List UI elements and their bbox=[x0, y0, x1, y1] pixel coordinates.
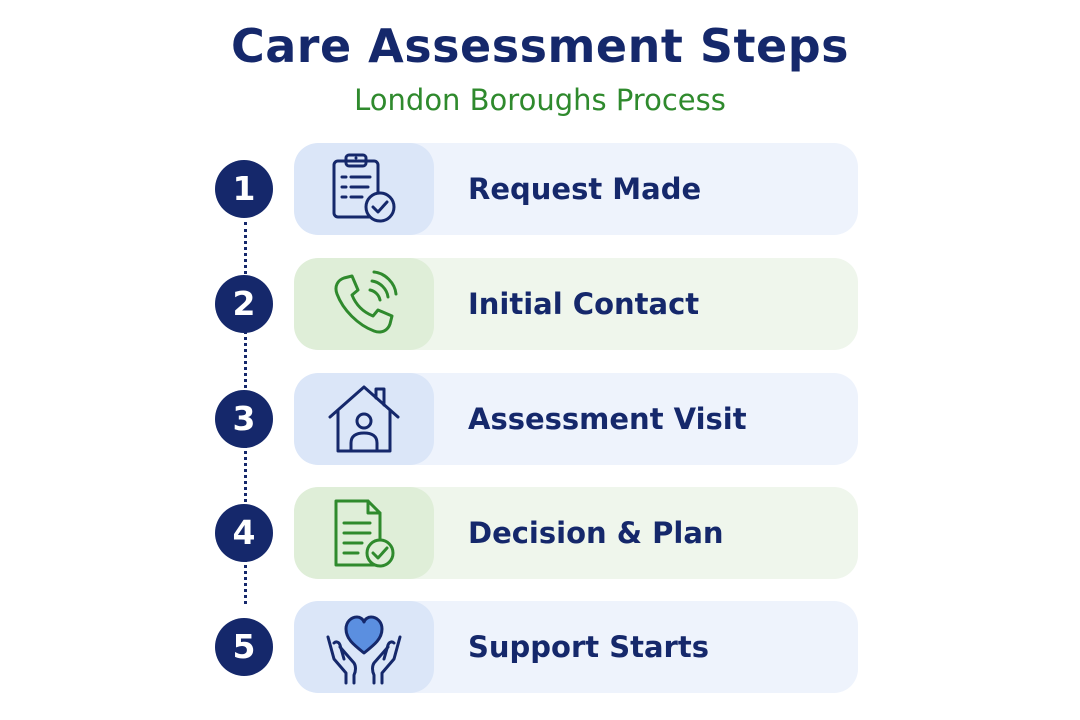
icon-box bbox=[294, 258, 434, 350]
step-label: Decision & Plan bbox=[468, 516, 724, 550]
phone-icon bbox=[334, 270, 398, 334]
home-person-icon bbox=[328, 385, 400, 453]
icon-box bbox=[294, 487, 434, 579]
icon-box bbox=[294, 143, 434, 235]
step-label: Initial Contact bbox=[468, 287, 700, 321]
heart-hands-icon bbox=[326, 615, 402, 685]
step-number-badge: 2 bbox=[215, 275, 273, 333]
page-subtitle: London Boroughs Process bbox=[354, 83, 726, 117]
step-4: 4 Decision & Plan bbox=[0, 487, 1080, 579]
step-number-badge: 1 bbox=[215, 160, 273, 218]
page-title: Care Assessment Steps bbox=[230, 19, 850, 73]
step-card: Initial Contact bbox=[294, 258, 858, 350]
icon-box bbox=[294, 601, 434, 693]
step-card: Support Starts bbox=[294, 601, 858, 693]
icon-box bbox=[294, 373, 434, 465]
step-label: Support Starts bbox=[468, 630, 709, 664]
step-number-badge: 4 bbox=[215, 504, 273, 562]
clipboard-check-icon bbox=[332, 153, 396, 223]
step-card: Decision & Plan bbox=[294, 487, 858, 579]
step-number-badge: 5 bbox=[215, 618, 273, 676]
step-1: 1 Request Made bbox=[0, 143, 1080, 235]
document-check-icon bbox=[334, 499, 395, 568]
step-number-badge: 3 bbox=[215, 390, 273, 448]
step-label: Assessment Visit bbox=[468, 402, 747, 436]
step-label: Request Made bbox=[468, 172, 702, 206]
step-card: Assessment Visit bbox=[294, 373, 858, 465]
step-2: 2 Initial Contact bbox=[0, 258, 1080, 350]
step-card: Request Made bbox=[294, 143, 858, 235]
step-3: 3 Assessment Visit bbox=[0, 373, 1080, 465]
step-5: 5 Support Starts bbox=[0, 601, 1080, 693]
